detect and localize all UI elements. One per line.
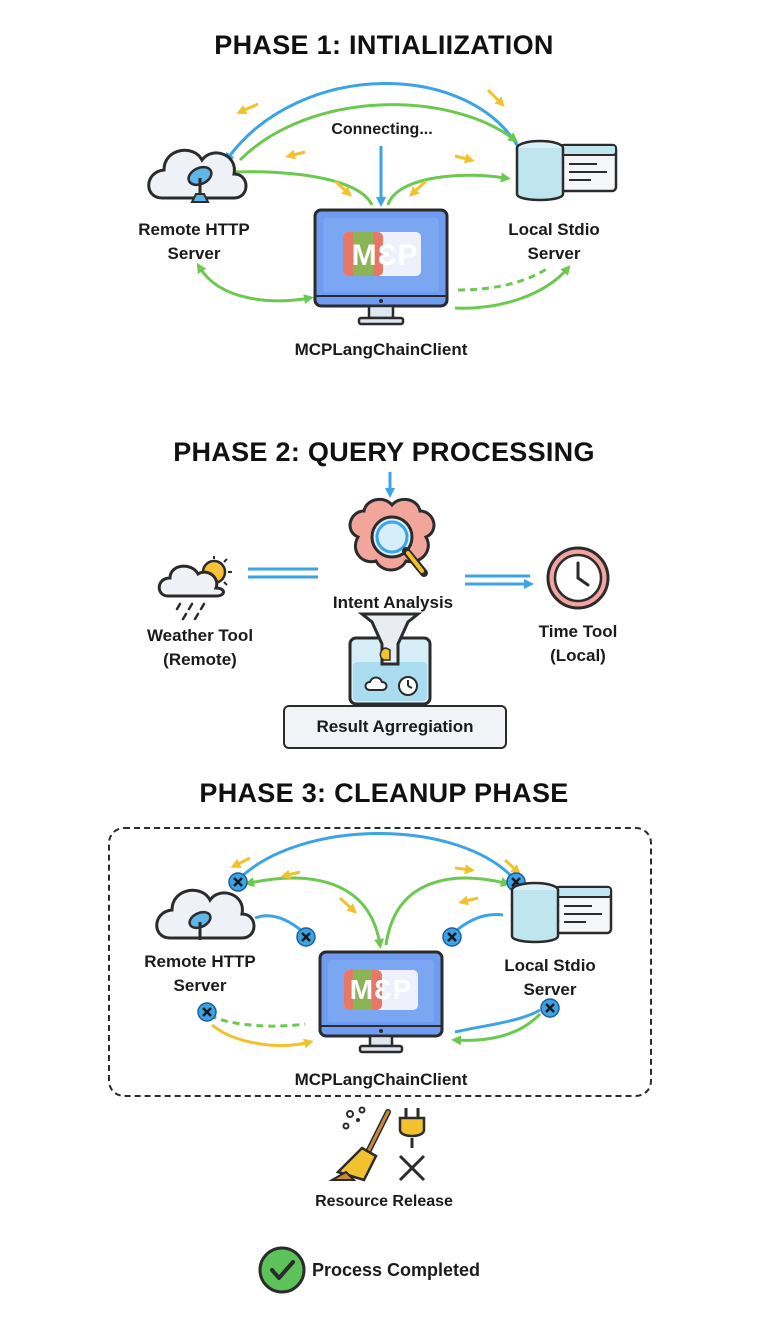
server-stack-icon	[515, 139, 618, 202]
time-tool-label-line2: (Local)	[550, 646, 606, 665]
broom-icon	[328, 1106, 391, 1182]
mcp-logo: MƐP	[351, 239, 419, 272]
cleanup-container	[108, 827, 652, 1097]
funnel-beaker-icon	[348, 612, 432, 706]
weather-tool-label-line2: (Remote)	[163, 650, 237, 669]
cloud-satellite-icon	[155, 888, 256, 940]
result-aggregation-label: Result Agrregiation	[316, 717, 474, 736]
phase1-connections	[196, 82, 571, 310]
result-aggregation-box: Result Agrregiation	[283, 705, 507, 749]
phase2-links	[248, 567, 534, 589]
remote-server-label-line1: Remote HTTP	[144, 952, 256, 971]
local-server-label-line1: Local Stdio	[508, 220, 600, 239]
client-label: MCPLangChainClient	[294, 340, 468, 359]
monitor-icon	[318, 950, 444, 1054]
monitor-icon	[313, 208, 449, 326]
clock-icon	[546, 546, 610, 610]
phase1-title: PHASE 1: INTIALIIZATION	[214, 30, 554, 60]
process-completed-label: Process Completed	[312, 1260, 481, 1280]
brain-magnifier-icon	[348, 497, 436, 577]
cloud-satellite-icon	[147, 148, 248, 203]
local-server-label-line2: Server	[523, 980, 577, 999]
weather-tool-label-line1: Weather Tool	[146, 626, 254, 645]
weather-cloud-icon	[157, 556, 232, 621]
time-tool-label-line1: Time Tool	[538, 622, 618, 641]
phase2-title: PHASE 2: QUERY PROCESSING	[173, 437, 595, 467]
client-label: MCPLangChainClient	[294, 1070, 468, 1089]
remote-server-label-line1: Remote HTTP	[138, 220, 250, 239]
check-circle-icon	[258, 1246, 306, 1294]
remote-server-label-line2: Server	[167, 244, 221, 263]
remote-server-label-line2: Server	[173, 976, 227, 995]
phase3-title: PHASE 3: CLEANUP PHASE	[199, 778, 569, 808]
mcp-logo: MƐP	[349, 974, 413, 1005]
local-server-label-line2: Server	[527, 244, 581, 263]
unplug-icon	[398, 1108, 426, 1182]
intent-analysis-label: Intent Analysis	[332, 593, 454, 612]
connecting-status: Connecting...	[331, 121, 433, 138]
local-server-label-line1: Local Stdio	[504, 956, 596, 975]
disconnect-x-icon	[197, 872, 560, 1022]
server-stack-icon	[510, 881, 613, 944]
resource-release-label: Resource Release	[315, 1193, 453, 1210]
